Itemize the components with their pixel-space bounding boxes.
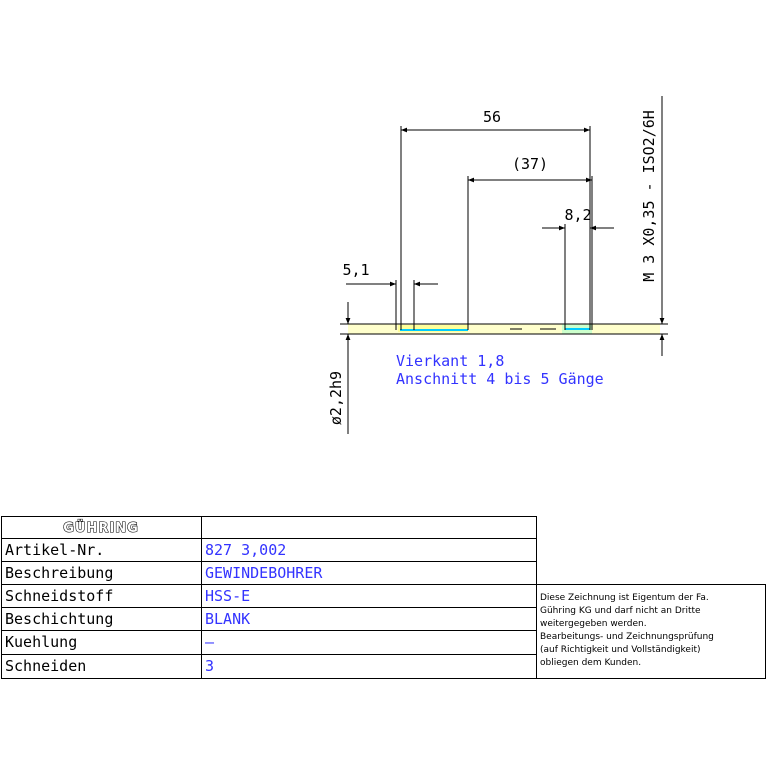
note-chamfer: Anschnitt 4 bis 5 Gänge	[396, 370, 604, 388]
svg-text:obliegen dem Kunden.: obliegen dem Kunden.	[540, 658, 641, 668]
row-value-cooling: —	[205, 633, 215, 651]
row-value-coating: BLANK	[205, 610, 250, 628]
svg-text:GÜHRING: GÜHRING	[63, 520, 139, 536]
svg-text:8,2: 8,2	[564, 206, 591, 224]
svg-text:M 3 X0,35 - ISO2/6H: M 3 X0,35 - ISO2/6H	[640, 110, 658, 282]
row-label-cooling: Kuehlung	[5, 633, 77, 651]
dimension-thread-length: (37)	[468, 155, 592, 183]
row-label-description: Beschreibung	[5, 564, 113, 582]
svg-text:weitergegeben werden.: weitergegeben werden.	[540, 619, 647, 629]
row-label-coating: Beschichtung	[5, 610, 113, 628]
row-label-article-no: Artikel-Nr.	[5, 541, 104, 559]
row-value-description: GEWINDEBOHRER	[205, 564, 323, 582]
dimension-chamfer-length: 5,1	[342, 261, 438, 287]
dimension-thread-spec: M 3 X0,35 - ISO2/6H	[640, 96, 665, 356]
svg-text:(auf Richtigkeit und Vollständ: (auf Richtigkeit und Vollständigkeit)	[540, 645, 701, 655]
row-value-article-no: 827 3,002	[205, 541, 286, 559]
svg-text:5,1: 5,1	[342, 261, 369, 279]
title-block	[1, 516, 766, 679]
row-label-tool-material: Schneidstoff	[5, 587, 113, 605]
row-value-tool-material: HSS-E	[205, 587, 250, 605]
tool-body	[340, 323, 668, 335]
svg-text:Gühring KG und darf nicht an D: Gühring KG und darf nicht an Dritte	[540, 606, 701, 616]
svg-text:ø2,2h9: ø2,2h9	[327, 371, 345, 425]
ownership-notice: Diese Zeichnung ist Eigentum der Fa. Güh…	[540, 593, 714, 668]
svg-text:(37): (37)	[512, 155, 548, 173]
svg-text:Diese Zeichnung ist Eigentum d: Diese Zeichnung ist Eigentum der Fa.	[540, 593, 709, 603]
drawing-notes: Vierkant 1,8 Anschnitt 4 bis 5 Gänge	[396, 352, 604, 388]
note-square: Vierkant 1,8	[396, 352, 504, 370]
dimension-overall-length: 56	[401, 108, 590, 133]
dimension-shank-diameter: ø2,2h9	[327, 302, 351, 434]
row-value-cutting-edges: 3	[205, 657, 214, 675]
logo: GÜHRING	[63, 519, 139, 536]
dimension-square-length: 8,2	[542, 206, 614, 231]
row-label-cutting-edges: Schneiden	[5, 657, 86, 675]
svg-text:56: 56	[483, 108, 501, 126]
title-block-rows: Artikel-Nr. 827 3,002 Beschreibung GEWIN…	[5, 541, 323, 675]
svg-text:Bearbeitungs- und Zeichnungspr: Bearbeitungs- und Zeichnungsprüfung	[540, 632, 714, 642]
